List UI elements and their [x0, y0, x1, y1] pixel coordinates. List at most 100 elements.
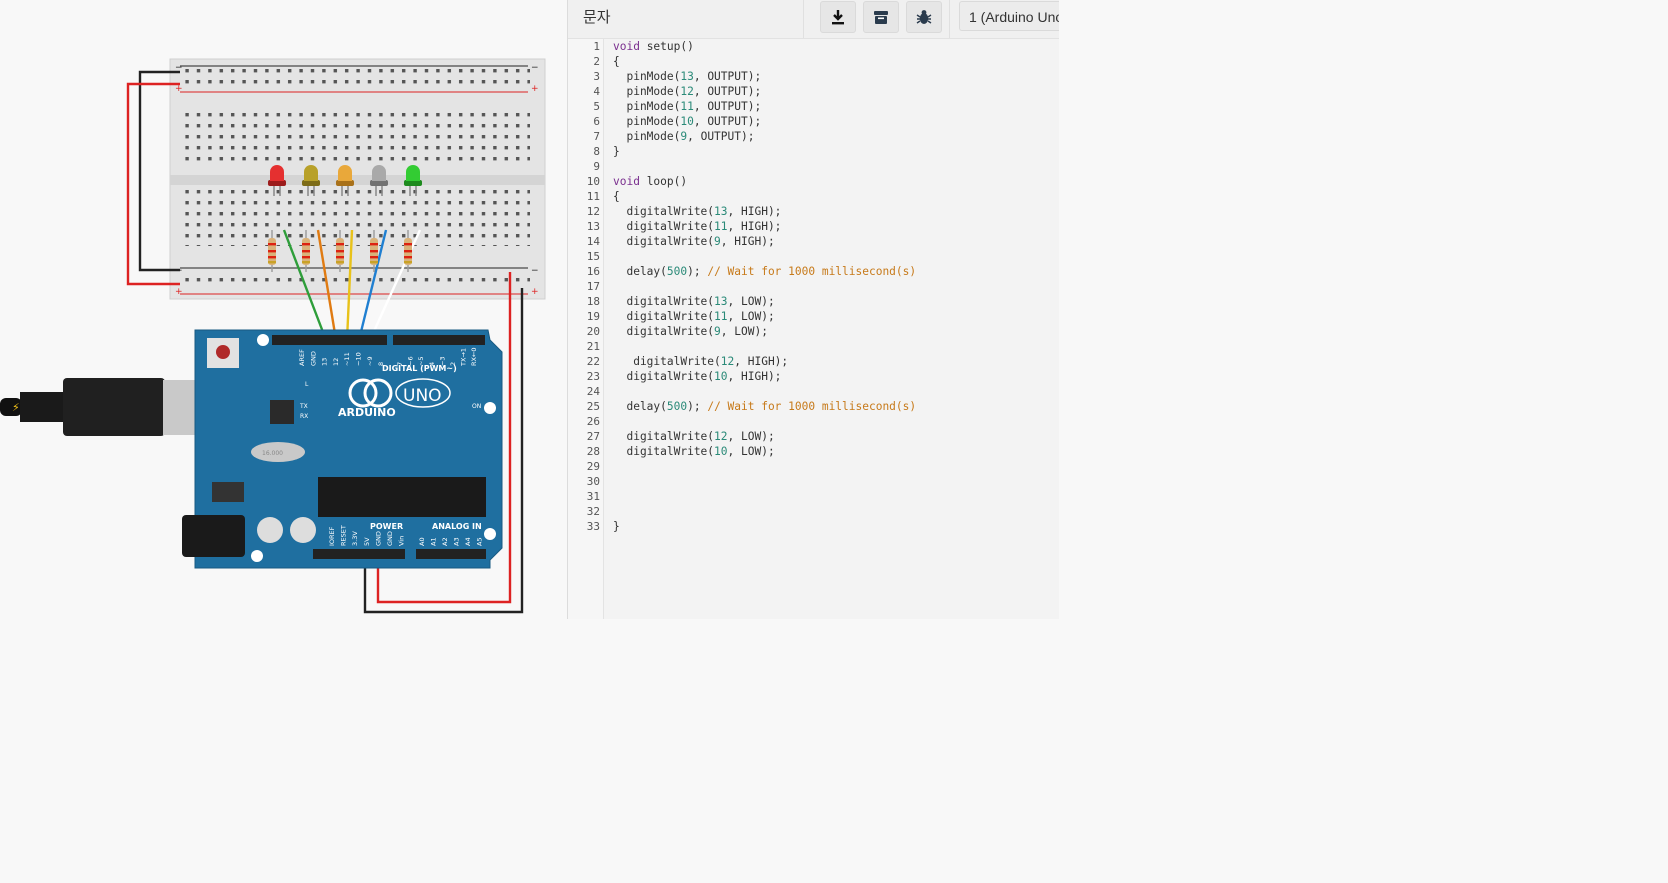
editor-mode-label[interactable]: 문자	[583, 8, 611, 26]
resistors[interactable]	[268, 230, 412, 272]
code-token: setup()	[639, 40, 694, 53]
code-token: , HIGH);	[727, 370, 782, 383]
wire-power-rail[interactable]	[126, 82, 180, 286]
leds[interactable]	[268, 165, 422, 196]
code-token: }	[613, 145, 620, 158]
signal-wire-1[interactable]	[282, 229, 328, 341]
code-line[interactable]: digitalWrite(13, HIGH);	[613, 204, 916, 219]
pin-label: A2	[441, 537, 449, 546]
code-token: );	[687, 400, 708, 413]
pin-label: ~11	[343, 352, 351, 366]
code-line[interactable]: }	[613, 144, 916, 159]
code-line[interactable]: digitalWrite(11, HIGH);	[613, 219, 916, 234]
line-number: 31	[586, 490, 600, 503]
signal-wire-4[interactable]	[357, 229, 388, 341]
code-line[interactable]: digitalWrite(11, LOW);	[613, 309, 916, 324]
reset-button[interactable]	[216, 345, 230, 359]
arduino-uno-board[interactable]: ARDUINO UNO DIGITAL (PWM~) POWER ANALOG …	[182, 329, 503, 569]
code-line[interactable]: {	[613, 54, 916, 69]
device-select[interactable]: 1 (Arduino Uno	[959, 1, 1059, 31]
code-token: digitalWrite(	[613, 310, 715, 323]
debugger-button[interactable]	[906, 1, 942, 33]
code-line[interactable]	[613, 384, 916, 399]
led-4[interactable]	[370, 165, 388, 196]
resistor-4[interactable]	[370, 230, 378, 272]
code-line[interactable]	[613, 339, 916, 354]
code-line[interactable]	[613, 159, 916, 174]
code-token: 10	[680, 115, 694, 128]
circuit-drawing[interactable]: − + − + − + − + ⚡	[0, 0, 567, 619]
code-line[interactable]	[613, 504, 916, 519]
libraries-button[interactable]	[863, 1, 899, 33]
code-line[interactable]	[613, 459, 916, 474]
code-line[interactable]: }	[613, 519, 916, 534]
code-token: digitalWrite(	[613, 325, 715, 338]
code-line[interactable]: delay(500); // Wait for 1000 millisecond…	[613, 399, 916, 414]
resistor-1[interactable]	[268, 230, 276, 272]
resistor-5[interactable]	[404, 230, 412, 272]
code-line[interactable]: digitalWrite(12, HIGH);	[613, 354, 916, 369]
code-line[interactable]: void loop()	[613, 174, 916, 189]
led-2[interactable]	[302, 165, 320, 196]
line-number: 28	[586, 445, 600, 458]
pin-label: Vin	[398, 536, 406, 546]
l-label: L	[305, 381, 309, 388]
led-5[interactable]	[404, 165, 422, 196]
code-line[interactable]	[613, 489, 916, 504]
code-line[interactable]	[613, 249, 916, 264]
wire-ground-rail[interactable]	[138, 70, 180, 272]
led-1[interactable]	[268, 165, 286, 196]
wire-gnd[interactable]	[363, 288, 524, 614]
code-line[interactable]: void setup()	[613, 39, 916, 54]
code-line[interactable]: pinMode(11, OUTPUT);	[613, 99, 916, 114]
code-line[interactable]: digitalWrite(9, HIGH);	[613, 234, 916, 249]
empty-background	[0, 619, 1668, 883]
code-line[interactable]: digitalWrite(9, LOW);	[613, 324, 916, 339]
circuit-canvas[interactable]: − + − + − + − + ⚡	[0, 0, 567, 619]
code-token: , OUTPUT);	[693, 100, 762, 113]
line-number: 15	[586, 250, 600, 263]
pin-label: A3	[453, 537, 461, 546]
line-number: 30	[586, 475, 600, 488]
pin-label: A4	[464, 537, 472, 546]
line-number: 2	[593, 55, 600, 68]
line-number: 21	[586, 340, 600, 353]
code-line[interactable]: pinMode(9, OUTPUT);	[613, 129, 916, 144]
code-line[interactable]: pinMode(12, OUTPUT);	[613, 84, 916, 99]
code-line[interactable]: digitalWrite(10, LOW);	[613, 444, 916, 459]
breadboard[interactable]: − + − + − + − +	[169, 58, 546, 300]
on-label: ON	[472, 403, 481, 410]
code-line[interactable]: pinMode(13, OUTPUT);	[613, 69, 916, 84]
resistor-2[interactable]	[302, 230, 310, 272]
resistor-3[interactable]	[336, 230, 344, 272]
code-token: }	[613, 520, 620, 533]
signal-wires[interactable]	[282, 229, 422, 341]
code-line[interactable]: digitalWrite(12, LOW);	[613, 429, 916, 444]
led-3[interactable]	[336, 165, 354, 196]
code-line[interactable]	[613, 414, 916, 429]
code-line[interactable]	[613, 279, 916, 294]
code-token: 11	[714, 220, 728, 233]
toolbar-divider	[949, 0, 950, 38]
code-token: pinMode(	[613, 115, 681, 128]
code-line[interactable]: delay(500); // Wait for 1000 millisecond…	[613, 264, 916, 279]
rail-minus-label: −	[531, 266, 539, 276]
code-line[interactable]: digitalWrite(13, LOW);	[613, 294, 916, 309]
code-line[interactable]: pinMode(10, OUTPUT);	[613, 114, 916, 129]
wire-5v[interactable]	[376, 272, 512, 604]
line-number: 22	[586, 355, 600, 368]
code-line[interactable]: {	[613, 189, 916, 204]
download-button[interactable]	[820, 1, 856, 33]
code-area[interactable]: void setup(){ pinMode(13, OUTPUT); pinMo…	[613, 39, 916, 534]
signal-wire-3[interactable]	[345, 229, 354, 341]
code-line[interactable]	[613, 474, 916, 489]
signal-wire-2[interactable]	[316, 229, 338, 341]
pin-label: ~10	[355, 352, 363, 366]
code-line[interactable]: digitalWrite(10, HIGH);	[613, 369, 916, 384]
line-number: 25	[586, 400, 600, 413]
code-token: 11	[680, 100, 694, 113]
